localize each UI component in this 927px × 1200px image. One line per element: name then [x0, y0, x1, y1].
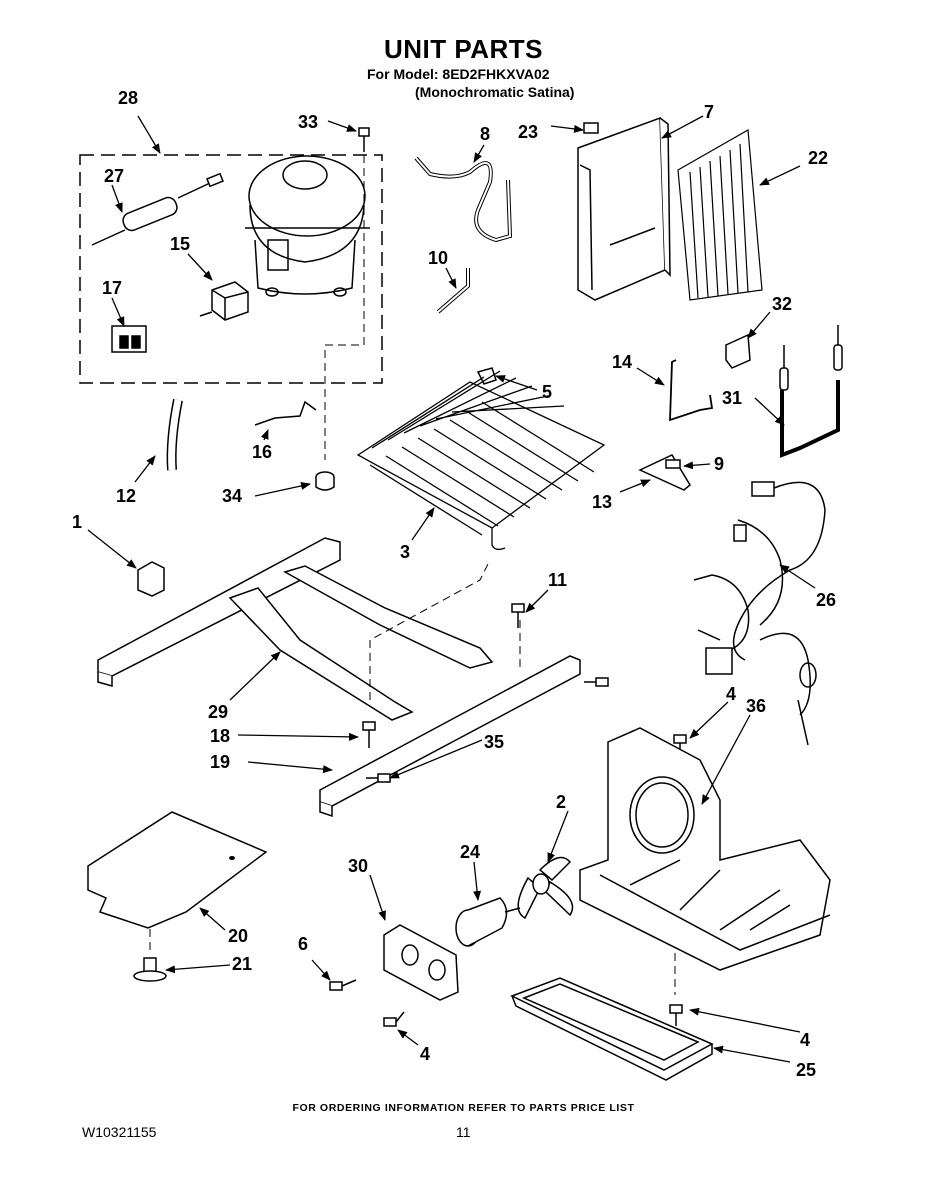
- callout-5: 5: [542, 382, 552, 402]
- callout-6: 6: [298, 934, 308, 954]
- leader-lines: [87, 115, 816, 1063]
- callout-13: 13: [592, 492, 612, 512]
- page-number: 11: [456, 1124, 471, 1140]
- callout-12: 12: [116, 486, 136, 506]
- callout-4-right: 4: [800, 1030, 810, 1050]
- tube-31: [779, 325, 843, 458]
- ordering-note: FOR ORDERING INFORMATION REFER TO PARTS …: [292, 1102, 635, 1114]
- callout-4-top: 4: [726, 684, 736, 704]
- tube-8: [414, 156, 513, 243]
- bracket-13: [638, 454, 691, 491]
- frame-29: [97, 537, 494, 721]
- screws: [329, 603, 687, 1027]
- callout-17: 17: [102, 278, 122, 298]
- clip-32: [725, 333, 751, 369]
- clip-23: [583, 122, 599, 134]
- callout-34: 34: [222, 486, 242, 506]
- page-title: UNIT PARTS: [383, 34, 544, 64]
- callout-36: 36: [746, 696, 766, 716]
- callout-33: 33: [298, 112, 318, 132]
- callout-32: 32: [772, 294, 792, 314]
- callout-23: 23: [518, 122, 538, 142]
- condenser-part: [677, 129, 763, 301]
- grommet-part: [315, 471, 335, 491]
- document-number: W10321155: [82, 1124, 157, 1140]
- cover-panel-7: [577, 116, 671, 301]
- screw-33: [358, 127, 370, 152]
- overload-part: [111, 325, 147, 353]
- callout-3: 3: [400, 542, 410, 562]
- drain-pan-25: [510, 977, 714, 1081]
- callout-22: 22: [808, 148, 828, 168]
- foot-21: [133, 957, 167, 982]
- variant-line: (Monochromatic Satina): [415, 84, 575, 100]
- compressor-part: [245, 155, 370, 297]
- callout-27: 27: [104, 166, 124, 186]
- callout-4-bottom: 4: [420, 1044, 430, 1064]
- callout-29: 29: [208, 702, 228, 722]
- evaporator-part: [356, 370, 606, 551]
- callout-21: 21: [232, 954, 252, 974]
- callout-2: 2: [556, 792, 566, 812]
- callout-18: 18: [210, 726, 230, 746]
- callout-19: 19: [210, 752, 230, 772]
- drier-part: [91, 172, 224, 246]
- callout-11: 11: [548, 570, 567, 590]
- clip-5: [476, 367, 497, 385]
- callout-35: 35: [484, 732, 504, 752]
- callout-7: 7: [704, 102, 714, 122]
- wire-16: [254, 400, 317, 426]
- callout-1: 1: [72, 512, 82, 532]
- callout-31: 31: [722, 388, 742, 408]
- insulation-board-20: [87, 811, 268, 929]
- bracket-14: [669, 359, 714, 422]
- callout-10: 10: [428, 248, 448, 268]
- callout-24: 24: [460, 842, 480, 862]
- shroud-36: [579, 727, 831, 971]
- callout-16: 16: [252, 442, 272, 462]
- model-line: For Model: 8ED2FHKXVA02: [367, 66, 550, 82]
- wiring-harness-26: [693, 481, 826, 746]
- callout-30: 30: [348, 856, 368, 876]
- fan-motor-24: [455, 897, 521, 947]
- rail-35: [319, 655, 581, 818]
- callout-9: 9: [714, 454, 724, 474]
- callout-26: 26: [816, 590, 836, 610]
- callout-8: 8: [480, 124, 490, 144]
- callout-14: 14: [612, 352, 632, 372]
- callout-20: 20: [228, 926, 248, 946]
- callout-25: 25: [796, 1060, 816, 1080]
- compressor-kit-box: [79, 154, 383, 384]
- bracket-1: [137, 561, 165, 597]
- relay-part: [199, 281, 249, 321]
- callout-15: 15: [170, 234, 190, 254]
- callout-28: 28: [118, 88, 138, 108]
- dashed-guide-33: [324, 155, 365, 460]
- motor-bracket-30: [383, 924, 459, 1001]
- fan-blade-2: [517, 856, 574, 920]
